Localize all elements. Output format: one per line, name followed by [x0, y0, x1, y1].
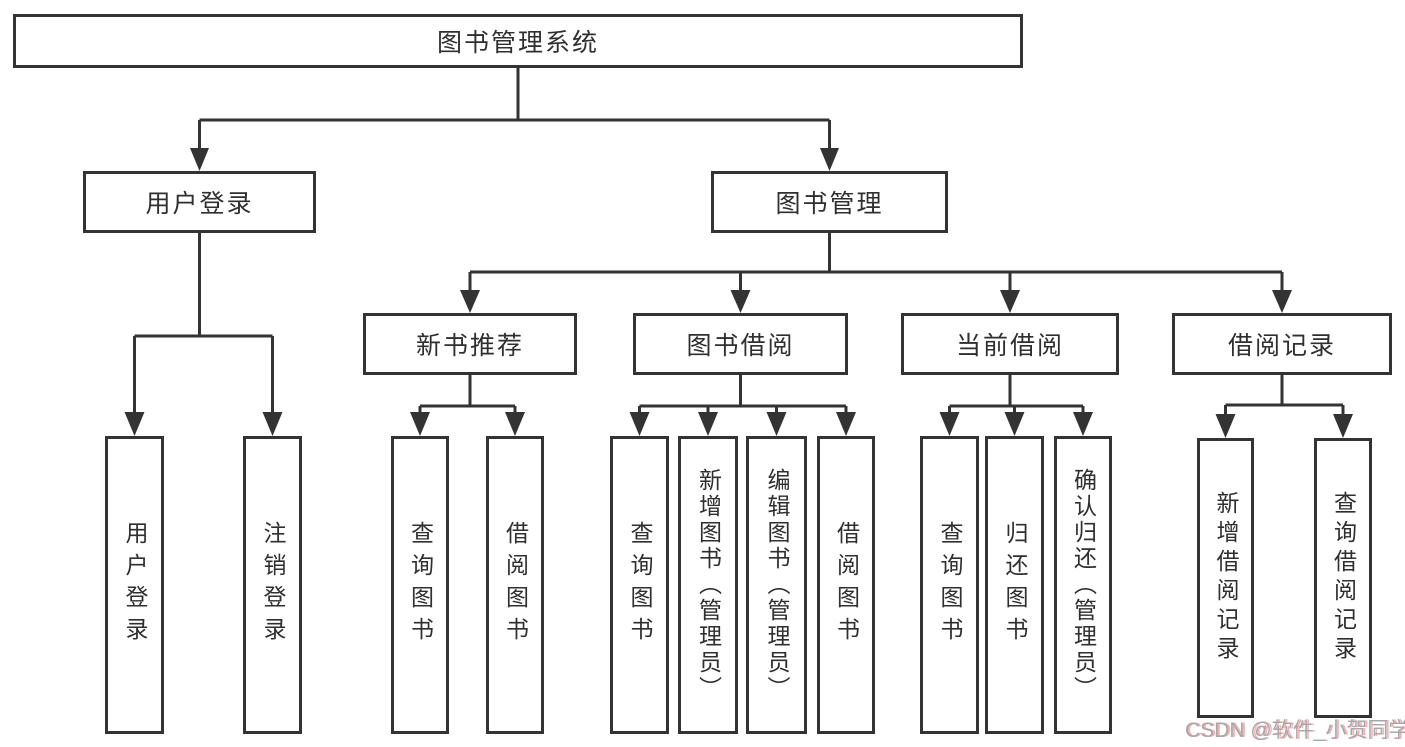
leaf-borrow-book-borrowing: 借阅图书: [817, 436, 875, 734]
leaf-confirm-return-admin-label: 确认归还（管理员）: [1070, 468, 1097, 702]
leaf-borrow-book-recommend: 借阅图书: [486, 436, 544, 734]
leaf-query-book-recommend-label: 查询图书: [407, 521, 434, 649]
leaf-logout: 注销登录: [243, 436, 302, 734]
leaf-confirm-return-admin: 确认归还（管理员）: [1054, 436, 1112, 734]
node-current-borrowing-label: 当前借阅: [955, 332, 1064, 360]
leaf-add-book-admin: 新增图书（管理员）: [678, 436, 738, 734]
node-book-management-label: 图书管理: [775, 190, 884, 218]
csdn-watermark: CSDN @软件_小贺同学: [1185, 719, 1405, 742]
node-root: 图书管理系统: [13, 14, 1023, 68]
node-new-book-recommend-label: 新书推荐: [415, 332, 524, 360]
leaf-query-borrow-record-label: 查询借阅记录: [1330, 491, 1357, 665]
node-book-management: 图书管理: [711, 171, 948, 233]
leaf-add-borrow-record-label: 新增借阅记录: [1213, 491, 1239, 665]
leaf-edit-book-admin: 编辑图书（管理员）: [746, 436, 807, 734]
leaf-query-book-recommend: 查询图书: [391, 436, 449, 734]
leaf-query-book-current-label: 查询图书: [937, 521, 963, 649]
node-borrowing-records-label: 借阅记录: [1227, 332, 1336, 360]
node-root-label: 图书管理系统: [436, 29, 599, 57]
leaf-query-book-current: 查询图书: [920, 436, 979, 734]
node-borrowing-records: 借阅记录: [1172, 313, 1392, 375]
leaf-logout-label: 注销登录: [260, 521, 286, 649]
node-book-borrowing-label: 图书借阅: [686, 332, 795, 360]
leaf-user-login: 用户登录: [105, 436, 164, 734]
node-user-login-label: 用户登录: [145, 190, 254, 218]
leaf-borrow-book-borrowing-label: 借阅图书: [833, 521, 860, 649]
leaf-borrow-book-recommend-label: 借阅图书: [502, 521, 529, 649]
leaf-edit-book-admin-label: 编辑图书（管理员）: [764, 468, 790, 702]
leaf-query-book-borrowing: 查询图书: [610, 436, 669, 734]
node-book-borrowing: 图书借阅: [633, 313, 848, 375]
node-new-book-recommend: 新书推荐: [363, 313, 577, 375]
leaf-user-login-label: 用户登录: [122, 521, 148, 649]
node-current-borrowing: 当前借阅: [901, 313, 1119, 375]
node-user-login: 用户登录: [83, 171, 316, 233]
leaf-query-borrow-record: 查询借阅记录: [1314, 438, 1372, 718]
leaf-query-book-borrowing-label: 查询图书: [627, 521, 653, 649]
leaf-add-borrow-record: 新增借阅记录: [1197, 438, 1254, 718]
leaf-return-book: 归还图书: [985, 436, 1044, 734]
leaf-return-book-label: 归还图书: [1002, 521, 1028, 649]
leaf-add-book-admin-label: 新增图书（管理员）: [695, 468, 722, 702]
